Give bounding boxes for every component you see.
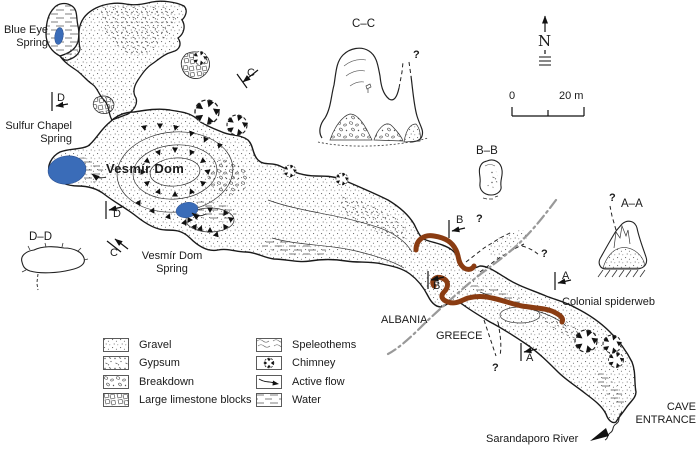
legend-item-speleothems: Speleothems — [256, 337, 357, 352]
chimney-icon — [609, 353, 624, 368]
main-cave-outline — [47, 95, 637, 424]
cross-section-dd — [21, 242, 89, 291]
cross-section-aa — [597, 205, 648, 278]
section-marker-b: B — [433, 280, 441, 292]
section-markers — [51, 69, 572, 361]
legend-item-gravel: Gravel — [103, 337, 252, 352]
limestone-blocks-swatch-icon — [103, 393, 129, 408]
question-mark: ? — [492, 362, 499, 374]
sarandaporo-river-line — [590, 411, 623, 441]
chimney-icon — [336, 173, 348, 185]
legend-item-gypsum: Gypsum — [103, 356, 252, 371]
cross-section-bb — [478, 159, 503, 200]
section-marker-d: D — [57, 92, 65, 104]
section-marker-a: A — [526, 352, 534, 364]
chimney-icon — [195, 100, 219, 124]
section-marker-b: B — [456, 214, 464, 226]
water-swatch-icon — [256, 393, 282, 408]
sulfur-chapel-spring-water — [47, 155, 87, 185]
legend-column-2: Speleothems Chimney Active flow Water — [256, 337, 357, 412]
label-albania: ALBANIA — [381, 314, 428, 326]
legend-item-water: Water — [256, 393, 356, 408]
section-label-bb: B–B — [476, 145, 498, 157]
chimney-icon — [284, 165, 296, 177]
legend-label: Water — [292, 394, 321, 407]
active-flow-arrow — [91, 173, 107, 181]
cross-section-cc — [317, 47, 429, 147]
gypsum-swatch-icon — [103, 356, 129, 371]
label-colonial-spiderweb: Colonial spiderweb — [562, 296, 655, 308]
label-sarandaporo-river: Sarandaporo River — [486, 433, 579, 445]
colonial-spiderweb-highlight — [413, 233, 565, 325]
active-flow-arrow — [191, 212, 207, 220]
legend-item-active-flow: Active flow — [256, 374, 356, 389]
question-mark: ? — [541, 248, 548, 260]
label-vesmir-dom-spring: Vesmír Dom Spring — [141, 250, 203, 276]
legend-label: Gypsum — [139, 357, 180, 370]
section-marker-c: C — [110, 247, 118, 259]
speleothems-swatch-icon — [256, 337, 282, 352]
section-label-cc: C–C — [352, 18, 376, 30]
albania-greece-border-line — [386, 198, 558, 356]
chimney-icon — [575, 330, 597, 352]
question-mark: ? — [609, 192, 616, 204]
label-vesmir-dom: Vesmír Dom — [106, 161, 185, 176]
north-label: N — [537, 32, 553, 50]
legend-label: Large limestone blocks — [139, 394, 252, 407]
label-cave-entrance: CAVE ENTRANCE — [635, 401, 696, 427]
legend-label: Gravel — [139, 338, 172, 351]
legend-label: Active flow — [292, 375, 345, 388]
section-marker-a: A — [562, 270, 570, 282]
chimney-icon — [194, 52, 207, 65]
scale-twenty-m: 20 m — [559, 90, 584, 102]
label-sulfur-chapel-spring: Sulfur Chapel Spring — [5, 120, 72, 146]
section-label-aa: A–A — [621, 198, 643, 210]
legend-label: Breakdown — [139, 375, 195, 388]
gravel-swatch-icon — [103, 337, 129, 352]
scale-zero: 0 — [509, 90, 516, 102]
chimney-swatch-icon — [256, 356, 282, 371]
legend-label: Chimney — [292, 357, 336, 370]
question-mark: ? — [413, 49, 420, 61]
label-blue-eye-spring: Blue Eye Spring — [3, 24, 48, 50]
active-flow-swatch-icon — [256, 374, 282, 389]
river-flow-arrow — [590, 428, 609, 441]
breakdown-swatch-icon — [103, 374, 129, 389]
legend-item-chimney: Chimney — [256, 356, 356, 371]
chimney-icon — [603, 335, 621, 353]
legend-item-blocks: Large limestone blocks — [103, 393, 252, 408]
legend-column-1: Gravel Gypsum Breakdown Large limestone … — [103, 337, 252, 412]
section-label-dd: D–D — [29, 231, 53, 243]
legend-label: Speleothems — [292, 338, 357, 351]
section-marker-c: C — [247, 67, 255, 79]
north-branch-passage — [45, 0, 210, 121]
question-mark: ? — [476, 213, 483, 225]
blue-eye-spring-water — [54, 27, 64, 45]
label-greece: GREECE — [436, 330, 483, 342]
legend-item-breakdown: Breakdown — [103, 374, 252, 389]
section-marker-d: D — [113, 208, 121, 220]
chimney-icon — [227, 115, 247, 135]
scale-bar — [511, 107, 585, 117]
